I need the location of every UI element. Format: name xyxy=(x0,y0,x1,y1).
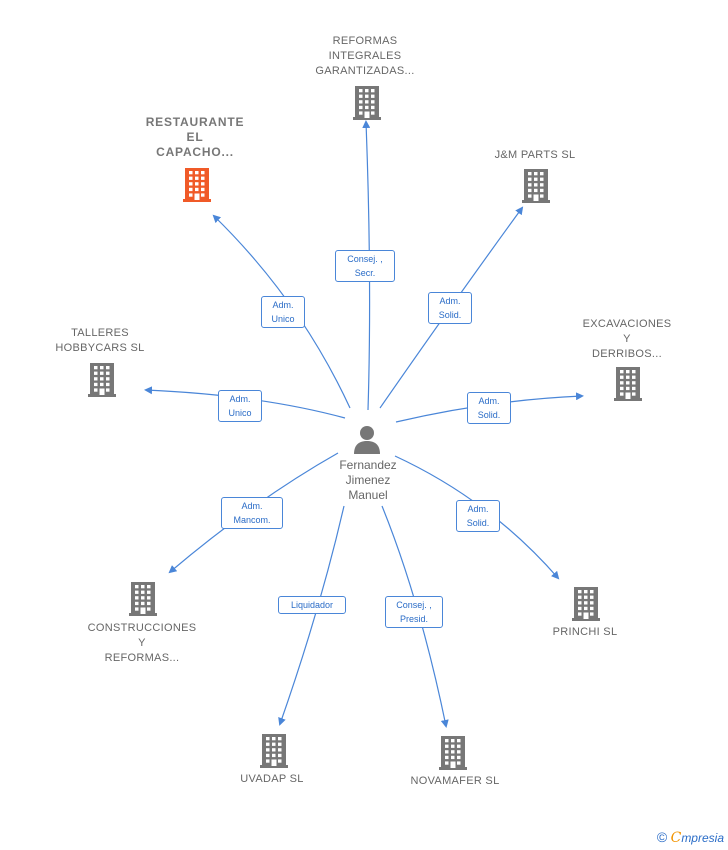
relation-label[interactable]: Adm. Solid. xyxy=(428,292,472,324)
person-icon xyxy=(354,426,380,454)
relation-label[interactable]: Adm. Solid. xyxy=(456,500,500,532)
building-icon xyxy=(127,580,159,616)
company-label[interactable]: REFORMAS INTEGRALES GARANTIZADAS... xyxy=(315,35,415,77)
relation-label[interactable]: Consej. , Presid. xyxy=(385,596,443,628)
company-label[interactable]: PRINCHI SL xyxy=(552,626,618,638)
relation-label[interactable]: Adm. Unico xyxy=(261,296,305,328)
company-label[interactable]: EXCAVACIONES Y DERRIBOS... xyxy=(582,318,672,360)
building-icon xyxy=(181,166,213,202)
relation-label[interactable]: Adm. Solid. xyxy=(467,392,511,424)
person-node[interactable]: Fernandez Jimenez Manuel xyxy=(330,420,406,510)
company-label[interactable]: RESTAURANTE EL CAPACHO... xyxy=(145,115,245,159)
company-label[interactable]: TALLERES HOBBYCARS SL xyxy=(55,327,145,354)
building-icon xyxy=(612,365,644,401)
relation-label[interactable]: Adm. Mancom. xyxy=(221,497,283,529)
building-icon xyxy=(86,361,118,397)
relation-label[interactable]: Adm. Unico xyxy=(218,390,262,422)
company-label[interactable]: UVADAP SL xyxy=(240,773,304,785)
company-label[interactable]: J&M PARTS SL xyxy=(494,149,576,161)
company-label[interactable]: CONSTRUCCIONES Y REFORMAS... xyxy=(87,622,197,664)
building-icon xyxy=(258,732,290,768)
building-icon xyxy=(570,585,602,621)
person-name: Fernandez Jimenez Manuel xyxy=(339,458,397,502)
building-icon xyxy=(520,167,552,203)
building-icon xyxy=(351,84,383,120)
footer-brand: © Cmpresia xyxy=(657,829,724,846)
copyright-icon: © xyxy=(656,829,668,845)
relation-label[interactable]: Liquidador xyxy=(278,596,346,614)
brand-name: mpresia xyxy=(681,831,724,845)
building-icon xyxy=(437,734,469,770)
company-label[interactable]: NOVAMAFER SL xyxy=(410,775,500,787)
relation-label[interactable]: Consej. , Secr. xyxy=(335,250,395,282)
brand-logo-mark: C xyxy=(670,830,682,846)
relation-edge-uvadap xyxy=(278,505,345,726)
